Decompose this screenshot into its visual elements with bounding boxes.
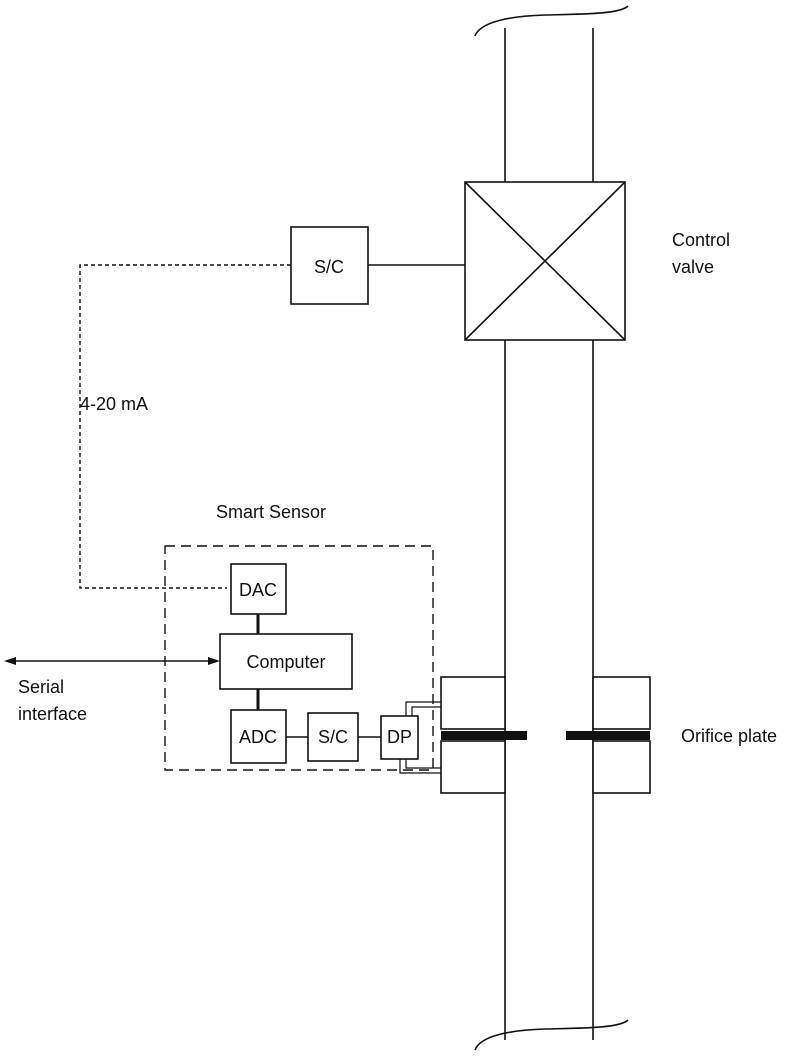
serial-interface-label-line2: interface <box>18 704 87 724</box>
flange-right-bottom <box>592 740 651 794</box>
signal-conditioner-top-label: S/C <box>314 257 344 277</box>
current-loop-label: 4-20 mA <box>80 394 148 414</box>
adc-box <box>230 709 287 764</box>
pipe-break-bottom <box>474 1019 629 1051</box>
orifice-plate-right <box>566 731 650 740</box>
smart-sensor-boundary <box>164 545 434 771</box>
orifice-plate-left <box>441 731 527 740</box>
signal-conditioner-bottom-label: S/C <box>318 727 348 747</box>
orifice-flanges <box>440 676 651 794</box>
pipe <box>474 5 629 1051</box>
flange-left-top <box>440 676 506 730</box>
control-valve-label-line2: valve <box>672 257 714 277</box>
adc-label: ADC <box>239 727 277 747</box>
flange-right-top <box>592 676 651 730</box>
flange-left-bottom <box>440 740 506 794</box>
current-loop-line <box>79 264 291 589</box>
serial-interface-label-line1: Serial <box>18 677 64 697</box>
dp-box <box>380 715 419 760</box>
computer-label: Computer <box>246 652 325 672</box>
computer-box <box>219 633 353 690</box>
smart-sensor-label: Smart Sensor <box>216 502 326 522</box>
serial-arrowhead-left <box>4 657 16 665</box>
dp-label: DP <box>387 727 412 747</box>
control-valve-cross-b <box>464 181 626 341</box>
control-valve <box>464 181 626 341</box>
serial-arrowhead-right <box>208 657 220 665</box>
dac-label: DAC <box>239 580 277 600</box>
control-valve-label-line1: Control <box>672 230 730 250</box>
pipe-break-top <box>474 5 629 37</box>
orifice-plate-label: Orifice plate <box>681 726 777 746</box>
dac-box <box>230 563 287 615</box>
signal-conditioner-bottom-box <box>307 712 359 762</box>
